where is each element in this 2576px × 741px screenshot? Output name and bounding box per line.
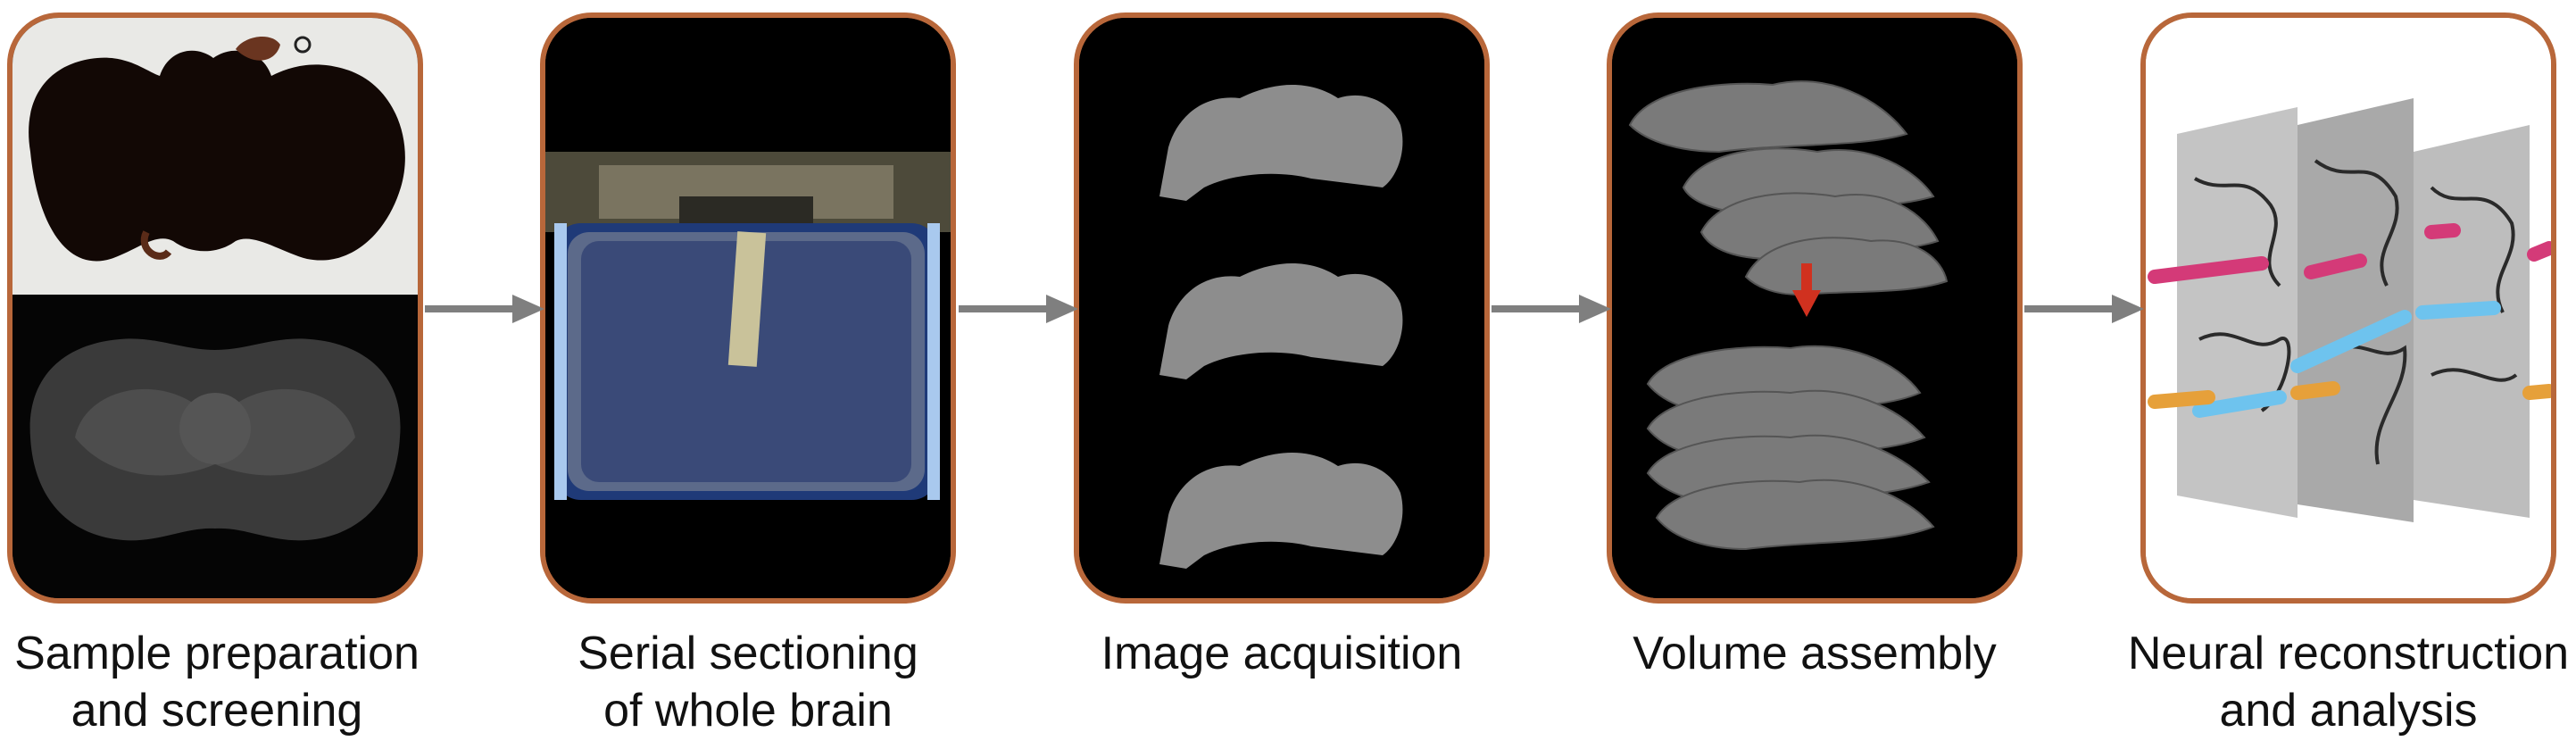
down-arrow-icon [1792,263,1821,317]
serial-sectioning-panel [540,12,956,604]
sample-preparation-panel [7,12,423,604]
step-caption-serial-sectioning: Serial sectioning of whole brain [498,625,998,739]
caption-line: of whole brain [603,685,893,737]
volume-assembly-panel [1607,12,2023,604]
right-arrow-icon [1492,291,1611,327]
neural-reconstruction-image [2146,18,2551,598]
right-arrow-icon [2024,291,2144,327]
step-caption-volume-assembly: Volume assembly [1565,625,2065,682]
caption-line: Neural reconstruction [2127,628,2570,679]
caption-line: Image acquisition [1101,628,1463,679]
right-arrow-icon [959,291,1078,327]
step-caption-sample-preparation: Sample preparation and screening [0,625,467,739]
caption-line: and analysis [2219,685,2478,737]
volume-assembly-image [1612,18,2017,598]
sample-preparation-image [12,18,418,598]
step-caption-image-acquisition: Image acquisition [1032,625,1532,682]
caption-line: and screening [71,685,363,737]
image-acquisition-panel [1074,12,1490,604]
neural-reconstruction-panel [2140,12,2556,604]
right-arrow-icon [425,291,544,327]
image-acquisition-image [1079,18,1484,598]
caption-line: Sample preparation [14,628,420,679]
caption-line: Serial sectioning [578,628,918,679]
step-caption-neural-reconstruction: Neural reconstruction and analysis [2098,625,2576,739]
serial-sectioning-image [545,18,951,598]
caption-line: Volume assembly [1633,628,1997,679]
